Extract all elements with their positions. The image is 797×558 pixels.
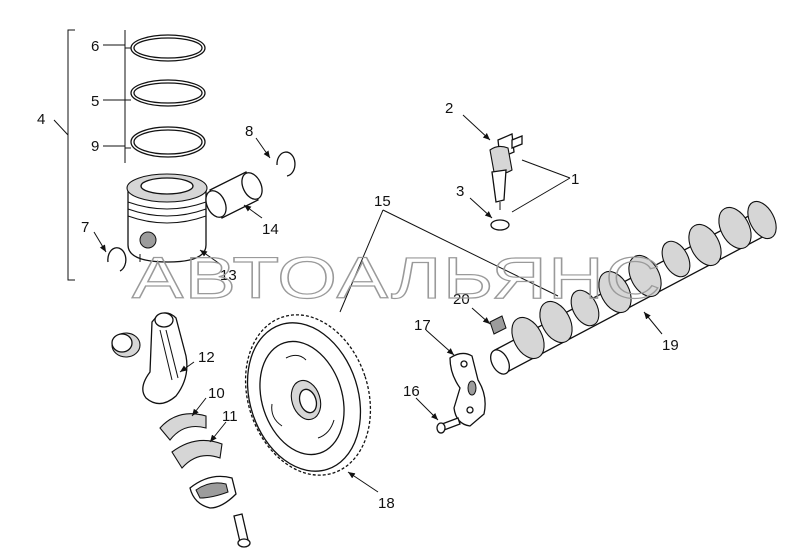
injector (489, 133, 523, 210)
piston-ring-set (130, 34, 206, 158)
leader-lines (53, 114, 663, 493)
callout-1: 1 (571, 171, 579, 188)
callout-18: 18 (378, 495, 395, 512)
rod-bolt (233, 513, 251, 548)
o-ring (490, 219, 510, 231)
callout-labels: 1 2 3 4 5 6 7 8 9 10 11 12 13 14 15 16 1… (37, 38, 679, 512)
camshaft (490, 200, 777, 375)
callout-15: 15 (374, 193, 391, 210)
snap-ring-8 (276, 151, 296, 177)
piston-pin (205, 171, 263, 219)
group-brackets (67, 29, 131, 281)
callout-19: 19 (662, 337, 679, 354)
woodruff-key (489, 315, 507, 335)
callout-8: 8 (245, 123, 253, 140)
snap-ring-7 (107, 247, 127, 272)
callout-9: 9 (91, 138, 99, 155)
callout-17: 17 (414, 317, 431, 334)
callout-7: 7 (81, 219, 89, 236)
connecting-rod (111, 312, 188, 405)
callout-2: 2 (445, 100, 453, 117)
callout-5: 5 (91, 93, 99, 110)
callout-12: 12 (198, 349, 215, 366)
watermark-text: АВТОАЛЬЯНС (132, 246, 662, 311)
callout-11: 11 (222, 408, 238, 425)
callout-14: 14 (262, 221, 279, 238)
bearing-shell-11 (171, 439, 223, 469)
callout-16: 16 (403, 383, 420, 400)
bearing-shell-10 (159, 413, 207, 441)
callout-13: 13 (220, 267, 237, 284)
thrust-plate (449, 352, 486, 427)
callout-10: 10 (208, 385, 225, 402)
callout-20: 20 (453, 291, 470, 308)
rod-cap (189, 475, 237, 509)
camshaft-gear (244, 314, 372, 476)
callout-3: 3 (456, 183, 464, 200)
callout-6: 6 (91, 38, 99, 55)
callout-4: 4 (37, 111, 45, 128)
bolt-16 (436, 417, 461, 434)
